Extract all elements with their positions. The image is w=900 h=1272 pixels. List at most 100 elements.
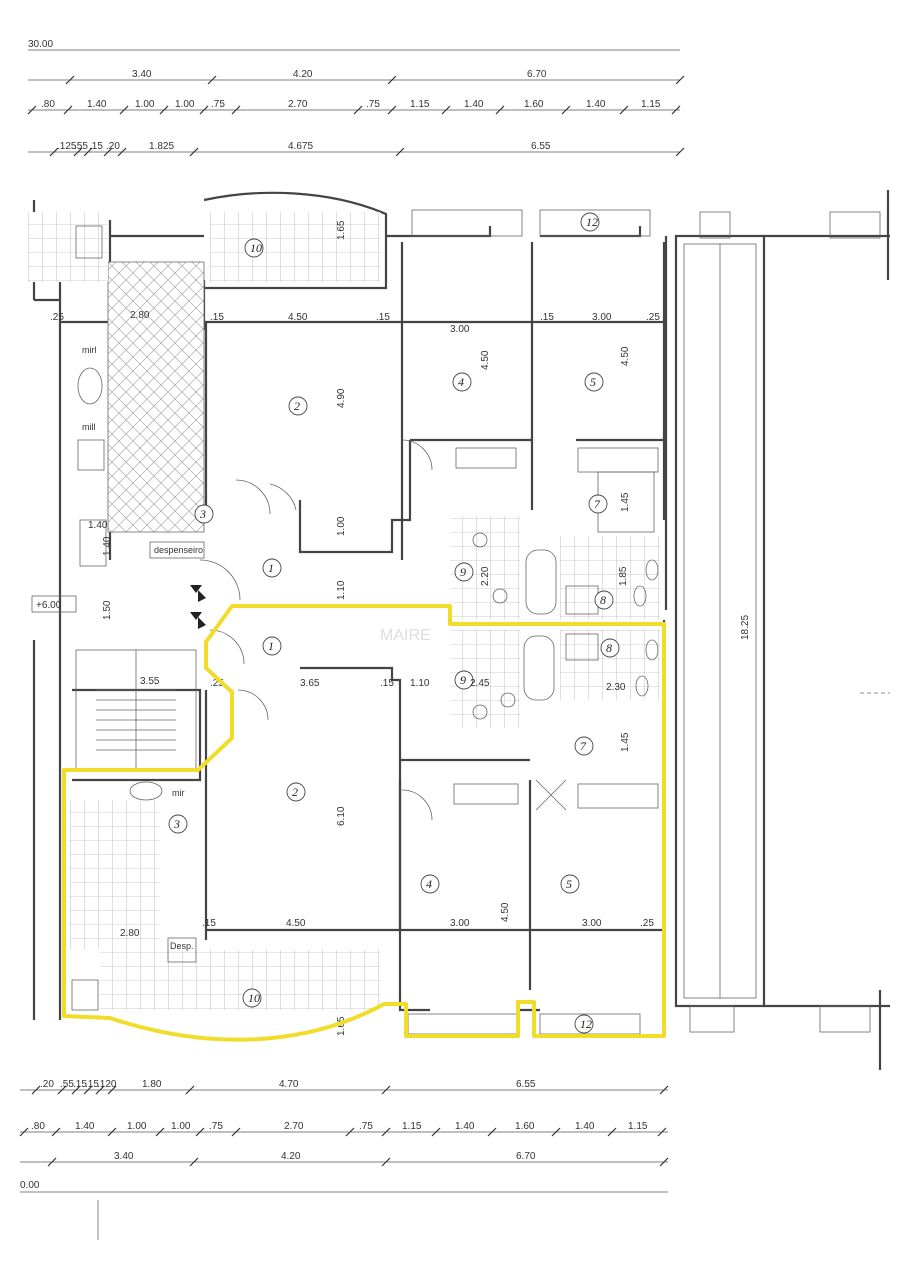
dim-label: 1.65 [336, 1016, 347, 1036]
room-number: 3 [173, 817, 180, 831]
dim-label: 4.70 [279, 1079, 299, 1090]
dim-label: .15 [210, 312, 224, 323]
dim-label: .25 [646, 312, 660, 323]
room-number-circle [574, 736, 594, 756]
room-number-circle [588, 494, 608, 514]
lower-mirror-label: mir [172, 788, 185, 798]
level-mid: +6.00 [36, 600, 62, 611]
dim-tick [185, 1085, 195, 1095]
room-number-circle [454, 562, 474, 582]
dim-label: 3.00 [450, 324, 470, 335]
dim-tick [441, 105, 451, 115]
dim-tick [57, 1085, 67, 1095]
dim-label: .75 [359, 1121, 373, 1132]
dim-label: .25 [640, 918, 654, 929]
room-number: 12 [586, 215, 598, 229]
room-number: 4 [458, 375, 464, 389]
dim-tick [65, 75, 75, 85]
dim-label: .15 [376, 312, 390, 323]
dim-label: .75 [211, 99, 225, 110]
dim-tick [155, 1127, 165, 1137]
dim-label: .20 [106, 141, 120, 152]
dim-tick [659, 1157, 669, 1167]
dim-label: .125 [57, 141, 77, 152]
room-number: 5 [590, 375, 596, 389]
dim-tick [103, 147, 113, 157]
dim-tick [657, 1127, 667, 1137]
dim-label: 1.825 [149, 141, 174, 152]
dim-label: 1.15 [410, 99, 430, 110]
room-number-circle [594, 590, 614, 610]
dim-tick [353, 105, 363, 115]
dim-label: 1.40 [87, 99, 107, 110]
dim-label: 1.50 [102, 600, 113, 620]
lower-pantry-label: Desp. [170, 941, 194, 951]
dim-tick [63, 105, 73, 115]
dim-label: 1.40 [464, 99, 484, 110]
dim-label: 6.70 [527, 69, 547, 80]
dim-tick [107, 1127, 117, 1137]
dim-tick [51, 1127, 61, 1137]
dim-label: 1.00 [127, 1121, 147, 1132]
dim-tick [95, 1085, 105, 1095]
dim-label: .75 [366, 99, 380, 110]
dim-tick [495, 105, 505, 115]
room-number-circle [244, 238, 264, 258]
dim-tick [659, 1085, 669, 1095]
dim-label: 2.30 [606, 682, 626, 693]
dim-tick [107, 1085, 117, 1095]
dim-label: 1.85 [618, 566, 629, 586]
room-number: 9 [460, 673, 466, 687]
room-number-circle [420, 874, 440, 894]
dim-label: 1.15 [402, 1121, 422, 1132]
dim-label: 1.60 [524, 99, 544, 110]
room-number-circle [242, 988, 262, 1008]
highlighted-unit-outline [62, 604, 666, 1042]
dim-tick [381, 1157, 391, 1167]
dim-label: 1.40 [586, 99, 606, 110]
dim-label: .120 [97, 1079, 117, 1090]
room-number: 10 [248, 991, 260, 1005]
dim-tick [159, 105, 169, 115]
dim-label: 1.00 [171, 1121, 191, 1132]
room-number: 2 [294, 399, 300, 413]
adjacent-building: 18.25 [674, 190, 890, 1070]
dim-tick [431, 1127, 441, 1137]
dim-label: 1.40 [102, 536, 113, 556]
dim-label: 2.70 [284, 1121, 304, 1132]
dim-label: .55 [60, 1079, 74, 1090]
dim-label: 6.55 [516, 1079, 536, 1090]
dim-label: 4.675 [288, 141, 313, 152]
upper-pantry-label: despenseiro [154, 545, 203, 555]
dim-tick [381, 1085, 391, 1095]
dim-label: .15 [202, 918, 216, 929]
room-number: 1 [268, 639, 274, 653]
dim-label: .15 [380, 678, 394, 689]
dim-tick [207, 75, 217, 85]
dim-label: 4.50 [500, 902, 511, 922]
dim-label: 1.80 [142, 1079, 162, 1090]
room-number: 10 [250, 241, 262, 255]
dim-label: 1.00 [336, 516, 347, 536]
dim-label: 1.40 [75, 1121, 95, 1132]
dim-label: 1.00 [135, 99, 155, 110]
dim-tick [619, 105, 629, 115]
dim-label: .80 [41, 99, 55, 110]
upper-mirror-label-2: mill [82, 422, 96, 432]
room-number-circle [580, 212, 600, 232]
dim-label: 1.40 [455, 1121, 475, 1132]
dim-tick [387, 75, 397, 85]
room-number: 12 [580, 1017, 592, 1031]
dim-label: 1.10 [336, 580, 347, 600]
dim-tick [189, 1157, 199, 1167]
dim-label: 2.80 [120, 928, 140, 939]
dim-label: 1.15 [641, 99, 661, 110]
